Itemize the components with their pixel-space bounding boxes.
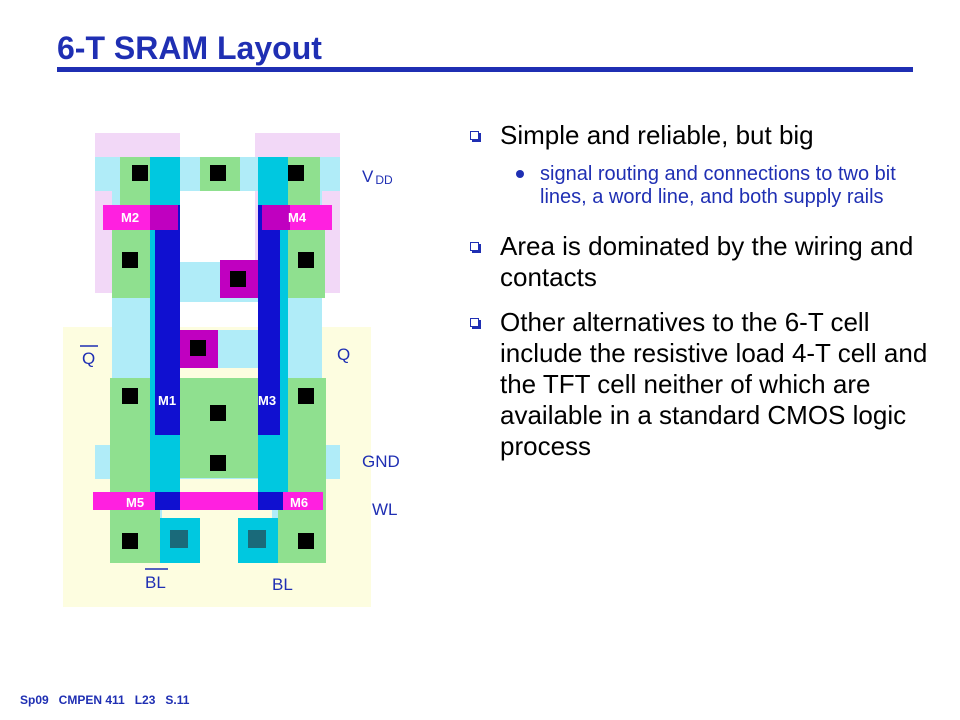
gate-m2-core bbox=[150, 205, 178, 230]
label-m1: M1 bbox=[158, 393, 176, 408]
label-m6: M6 bbox=[290, 495, 308, 510]
poly-left bbox=[155, 205, 180, 435]
contact-2 bbox=[210, 165, 226, 181]
square-bullet-icon bbox=[470, 318, 479, 327]
bullet-3: Other alternatives to the 6-T cell inclu… bbox=[468, 307, 938, 462]
contact-1 bbox=[132, 165, 148, 181]
sub-bullet-1-text: signal routing and connections to two bi… bbox=[540, 163, 896, 208]
label-m3: M3 bbox=[258, 393, 276, 408]
square-bullet-icon bbox=[470, 131, 479, 140]
label-gnd: GND bbox=[362, 452, 400, 471]
poly-right bbox=[258, 205, 280, 435]
bullet-3-text: Other alternatives to the 6-T cell inclu… bbox=[500, 307, 928, 461]
word-line-core-left bbox=[155, 492, 180, 510]
gate-m4-core bbox=[262, 205, 290, 230]
bullet-1: Simple and reliable, but big bbox=[468, 120, 938, 151]
via-bl-bar bbox=[170, 530, 188, 548]
label-bl: BL bbox=[272, 575, 293, 594]
contact-3 bbox=[288, 165, 304, 181]
label-m4: M4 bbox=[288, 210, 307, 225]
contact-4 bbox=[122, 252, 138, 268]
label-bl-bar: BL bbox=[145, 573, 166, 592]
contact-9 bbox=[298, 388, 314, 404]
contact-11 bbox=[210, 455, 226, 471]
label-m2: M2 bbox=[121, 210, 139, 225]
slide-title: 6-T SRAM Layout bbox=[57, 30, 322, 66]
bullet-2-text: Area is dominated by the wiring and cont… bbox=[500, 231, 914, 292]
dot-bullet-icon bbox=[516, 170, 524, 178]
bullet-1-text: Simple and reliable, but big bbox=[500, 120, 814, 150]
label-q: Q bbox=[337, 345, 350, 364]
contact-12 bbox=[122, 533, 138, 549]
contact-8 bbox=[122, 388, 138, 404]
bullet-list: Simple and reliable, but big signal rout… bbox=[468, 120, 938, 476]
sub-bullet-1: signal routing and connections to two bi… bbox=[468, 163, 938, 209]
bullet-2: Area is dominated by the wiring and cont… bbox=[468, 231, 938, 293]
contact-10 bbox=[210, 405, 226, 421]
square-bullet-icon bbox=[470, 242, 479, 251]
label-wl: WL bbox=[372, 500, 398, 519]
contact-5 bbox=[298, 252, 314, 268]
word-line-core-right bbox=[258, 492, 283, 510]
slide-footer: Sp09 CMPEN 411 L23 S.11 bbox=[20, 693, 190, 707]
title-underline bbox=[57, 67, 913, 72]
contact-13 bbox=[298, 533, 314, 549]
contact-7 bbox=[190, 340, 206, 356]
via-bl bbox=[248, 530, 266, 548]
label-m5: M5 bbox=[126, 495, 144, 510]
contact-6 bbox=[230, 271, 246, 287]
label-q-bar: Q bbox=[82, 349, 95, 368]
